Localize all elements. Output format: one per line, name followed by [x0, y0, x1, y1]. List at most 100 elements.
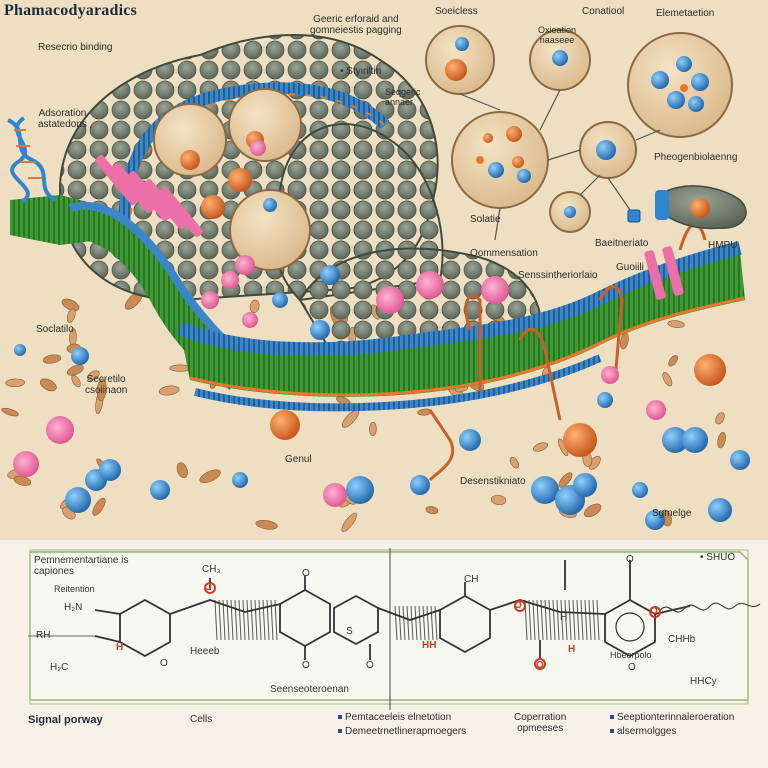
bean-particle: [532, 442, 549, 452]
chem-o-4: O: [302, 660, 310, 671]
chem-o-5: O: [366, 660, 374, 671]
molecule: [71, 347, 89, 365]
molecule: [242, 312, 258, 328]
hatch-line: [398, 605, 402, 641]
bean-particle: [369, 422, 377, 436]
membrane-lower: [177, 241, 746, 412]
chem-o-8: O: [626, 554, 634, 565]
label-solutions: Soeicless: [435, 6, 478, 17]
bean-particle: [39, 378, 57, 392]
dna-helix-icon: [7, 116, 57, 204]
bean-particle: [668, 355, 678, 367]
label-elemetation: Elemetaetion: [656, 8, 715, 19]
molecule: [694, 354, 726, 386]
bean-particle: [92, 497, 106, 516]
bean-particle: [176, 462, 188, 479]
legend-bullet-icon: [338, 715, 342, 720]
molecule: [662, 427, 688, 453]
hatch-line: [584, 599, 588, 641]
molecule: [531, 476, 559, 504]
chem-o-6: O: [514, 600, 522, 611]
molecule: [573, 473, 597, 497]
legend-bullet-icon: [610, 729, 614, 734]
hatch-line: [548, 599, 552, 641]
molecule: [14, 344, 26, 356]
hatch-line: [576, 599, 580, 641]
molecule: [235, 255, 255, 275]
hatch-line: [536, 599, 540, 641]
label-sgrmige: Sgmelge: [652, 508, 692, 519]
chem-o-3: O: [302, 568, 310, 579]
label-hmpu: HMPU: [708, 240, 738, 251]
hatch-line: [422, 605, 426, 641]
hatch-line: [394, 605, 398, 641]
label-desalination: Desenstikniato: [460, 476, 526, 487]
label-secretin: Secretilo csoiinaon: [85, 374, 128, 396]
bean-particle: [490, 494, 507, 506]
molecule: [323, 483, 347, 507]
chem-caption: Pemnementartiane is capiones: [34, 555, 129, 577]
chem-h-2: H: [560, 612, 568, 623]
bean-particle: [249, 299, 260, 313]
molecule: [65, 487, 91, 513]
molecule: [632, 482, 648, 498]
chem-hhcy: HHCy: [690, 676, 717, 687]
molecule: [270, 410, 300, 440]
molecule: [99, 459, 121, 481]
bean-particle: [199, 469, 221, 484]
hatch-line: [532, 599, 536, 641]
hatch-line: [222, 599, 226, 641]
molecule: [221, 271, 239, 289]
hatch-line: [430, 605, 434, 641]
label-oxidation: Oxieation naaseee: [538, 25, 577, 45]
hatch-line: [556, 599, 560, 641]
molecule: [416, 271, 444, 299]
hatch-line: [592, 599, 596, 641]
molecule: [645, 510, 665, 530]
receptor-clusters: [95, 155, 684, 300]
molecule: [563, 423, 597, 457]
hatch-line: [246, 599, 250, 641]
bean-particle: [66, 308, 76, 323]
bean-particle: [71, 374, 81, 388]
chem-senseot: Seenseoteroenan: [270, 684, 349, 695]
hatch-line: [250, 599, 254, 641]
molecule: [150, 480, 170, 500]
signal-pathway-label: Signal porway: [28, 714, 103, 726]
chem-rh: RH: [36, 630, 51, 641]
molecule: [46, 416, 74, 444]
bean-particle: [158, 385, 180, 396]
legend-item-1: Pemtaceeleis elnetotion: [338, 712, 451, 723]
hatch-line: [528, 599, 532, 641]
label-conatiool: Conatiool: [582, 6, 625, 17]
label-receptor-binding: Resecrio binding: [38, 42, 113, 53]
molecule: [376, 286, 404, 314]
chem-h-3: H: [568, 644, 576, 655]
chem-h2c: H₂C: [50, 662, 69, 673]
molecule: [13, 451, 39, 477]
legend-item-3: Coperration opmeeses: [514, 712, 567, 734]
molecule: [682, 427, 708, 453]
diagram-title: Phamacodyaradics: [4, 2, 137, 19]
receptor-protein-right: [627, 185, 747, 230]
hatch-line: [234, 599, 238, 641]
hatch-line: [262, 599, 266, 641]
label-solatie: Solatie: [470, 214, 501, 225]
molecule: [310, 320, 330, 340]
hatch-line: [254, 599, 258, 641]
legend-item-2: Demeetrnetlinerapmoegers: [338, 726, 466, 737]
hatch-line: [414, 605, 418, 641]
hatch-line: [406, 605, 410, 641]
hatch-line: [552, 599, 556, 641]
label-styrilin: • Styiriltin: [340, 66, 382, 77]
inner-vesicles: [153, 88, 311, 271]
cells-label: Cells: [190, 714, 213, 725]
chem-o-7: O: [536, 660, 544, 671]
bean-particle: [61, 298, 80, 311]
bean-particle: [42, 354, 62, 364]
chem-retention: Reitention: [54, 584, 95, 594]
molecule: [708, 498, 732, 522]
chem-ch3-top: CH₃: [202, 564, 221, 575]
